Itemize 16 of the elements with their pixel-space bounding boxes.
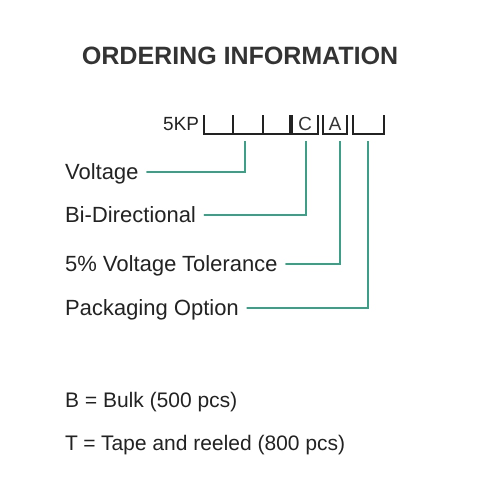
leader-line xyxy=(246,141,369,309)
field-description: Bi-Directional xyxy=(65,202,196,228)
title: ORDERING INFORMATION xyxy=(80,42,400,71)
leader-line xyxy=(285,141,341,265)
code-slot: C xyxy=(291,115,319,135)
code-slot: A xyxy=(322,115,348,135)
part-prefix: 5KP xyxy=(163,113,199,137)
note-text: T = Tape and reeled (800 pcs) xyxy=(65,432,345,456)
field-description: Packaging Option xyxy=(65,295,239,321)
field-description: 5% Voltage Tolerance xyxy=(65,251,278,277)
leader-line xyxy=(146,141,246,173)
blank-code-slot xyxy=(352,115,385,135)
blank-code-slot xyxy=(203,115,291,135)
leader-line xyxy=(204,141,307,216)
field-description: Voltage xyxy=(65,159,138,185)
note-text: B = Bulk (500 pcs) xyxy=(65,389,238,413)
